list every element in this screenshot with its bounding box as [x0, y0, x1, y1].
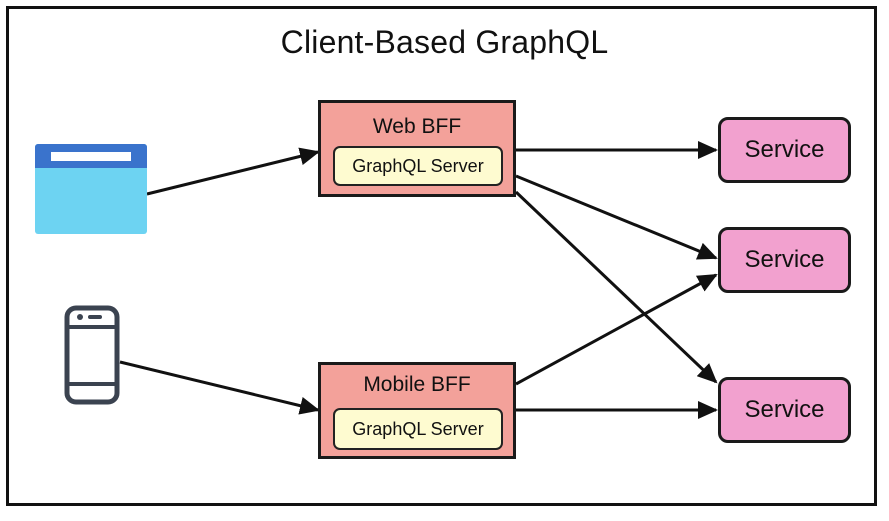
- arrow-web-bff-to-service-3: [514, 190, 718, 384]
- service-box-1: Service: [718, 117, 851, 183]
- arrow-phone-to-mobile-bff: [119, 360, 320, 415]
- mobile-bff-graphql-server: GraphQL Server: [333, 408, 503, 450]
- web-bff-box: Web BFF GraphQL Server: [318, 100, 516, 197]
- web-bff-label: Web BFF: [372, 115, 462, 138]
- service-box-3: Service: [718, 377, 851, 443]
- arrow-mobile-bff-to-service-2: [515, 273, 718, 386]
- mobile-phone-icon: [64, 305, 120, 405]
- web-bff-graphql-server: GraphQL Server: [333, 146, 503, 186]
- diagram-title: Client-Based GraphQL: [280, 24, 609, 60]
- arrow-web-bff-to-service-2: [515, 174, 718, 260]
- browser-window-icon: [35, 144, 147, 234]
- arrow-browser-to-web-bff: [146, 147, 320, 196]
- mobile-bff-box: Mobile BFF GraphQL Server: [318, 362, 516, 459]
- mobile-bff-label: Mobile BFF: [363, 373, 471, 396]
- service-box-2: Service: [718, 227, 851, 293]
